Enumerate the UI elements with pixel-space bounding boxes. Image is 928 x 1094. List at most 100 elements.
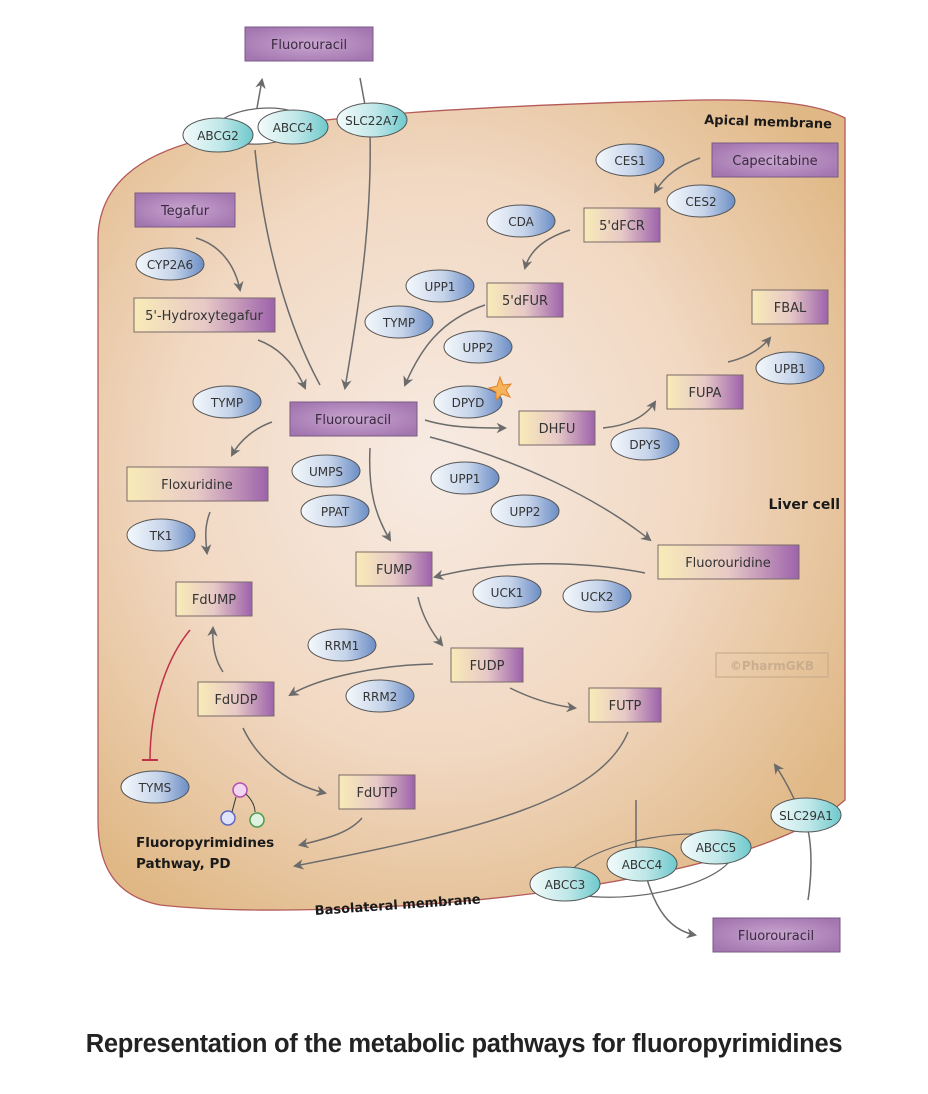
arrow-fupa-to-fbal [727, 336, 772, 363]
arrow-fump-to-fudp [417, 596, 444, 647]
enzyme-label: UPB1 [774, 362, 806, 376]
enzyme-dpys[interactable]: DPYS [610, 427, 680, 461]
node-5-hydroxytegafur[interactable]: 5'-Hydroxytegafur [133, 297, 276, 333]
node-fdudp[interactable]: FdUDP [197, 681, 275, 717]
node-label: Fluorouracil [271, 38, 347, 53]
node-label: FBAL [774, 301, 807, 316]
node-floxuridine[interactable]: Floxuridine [126, 466, 269, 502]
enzyme-label: CDA [508, 215, 534, 229]
enzyme-upb1[interactable]: UPB1 [755, 351, 825, 385]
node-fluorouracil-center[interactable]: Fluorouracil [289, 401, 418, 437]
transporter-abcc4-top[interactable]: ABCC4 [257, 109, 329, 145]
node-label: FdUTP [356, 786, 397, 801]
enzyme-label: DPYD [452, 396, 485, 410]
node-dhfu[interactable]: DHFU [518, 410, 596, 446]
enzyme-uck1[interactable]: UCK1 [472, 575, 542, 609]
enzyme-rrm2[interactable]: RRM2 [345, 679, 415, 713]
enzyme-label: RRM1 [325, 639, 360, 653]
fluoropyrimidine-pathway-diagram: Fluorouracil Capecitabine Tegafur Fluoro… [97, 26, 846, 953]
transporter-slc22a7[interactable]: SLC22A7 [336, 102, 408, 138]
enzyme-label: UPP2 [463, 341, 494, 355]
enzyme-ppat[interactable]: PPAT [300, 494, 370, 528]
node-label: Floxuridine [161, 478, 233, 493]
transporter-abcc5[interactable]: ABCC5 [680, 829, 752, 865]
enzyme-tk1[interactable]: TK1 [126, 518, 196, 552]
node-capecitabine[interactable]: Capecitabine [711, 142, 839, 178]
node-label: DHFU [539, 422, 576, 437]
arrows [195, 77, 812, 939]
arrow-fudp-to-futp [509, 687, 578, 713]
node-fudp[interactable]: FUDP [450, 647, 524, 683]
transporter-label: ABCC4 [273, 121, 314, 135]
enzyme-label: TYMP [382, 316, 415, 330]
arrow-tegafur-to-hydroxy [195, 237, 244, 293]
enzyme-ces1[interactable]: CES1 [595, 143, 665, 177]
enzyme-ces2[interactable]: CES2 [666, 184, 736, 218]
node-label: Fluorouridine [685, 556, 771, 571]
enzyme-label: TK1 [149, 529, 173, 543]
pd-pathway-label-line1: Fluoropyrimidines [136, 835, 274, 851]
pd-pathway-link[interactable]: Fluoropyrimidines Pathway, PD [136, 782, 274, 872]
arrow-slc22a7-to-center [341, 131, 371, 391]
apical-membrane-label: Apical membrane [704, 113, 832, 132]
transporter-slc29a1[interactable]: SLC29A1 [770, 797, 842, 833]
transporter-abcc3[interactable]: ABCC3 [529, 866, 601, 902]
transporter-label: ABCC4 [622, 858, 663, 872]
enzyme-label: CES2 [685, 195, 716, 209]
enzyme-uck2[interactable]: UCK2 [562, 579, 632, 613]
node-fdutp[interactable]: FdUTP [338, 774, 416, 810]
node-fbal[interactable]: FBAL [751, 289, 829, 325]
arrow-abcc4-to-fluorouracil-bottom [644, 871, 698, 939]
enzyme-cyp2a6[interactable]: CYP2A6 [135, 247, 205, 281]
node-label: 5'-Hydroxytegafur [145, 309, 263, 324]
node-fump[interactable]: FUMP [355, 551, 433, 587]
enzyme-label: TYMP [210, 396, 243, 410]
transporter-label: SLC29A1 [779, 809, 833, 823]
arrow-hydroxy-to-fluorouracil [257, 339, 307, 390]
liver-cell-label: Liver cell [768, 497, 840, 513]
enzyme-cda[interactable]: CDA [486, 204, 556, 238]
enzyme-upp2-b[interactable]: UPP2 [490, 494, 560, 528]
enzyme-tymp-a[interactable]: TYMP [364, 305, 434, 339]
arrow-fluorouracil-bottom-to-slc29a1 [807, 829, 812, 901]
pathway-network-icon [220, 782, 265, 828]
arrow-fdutp-to-pd [297, 817, 363, 849]
node-5dfur[interactable]: 5'dFUR [486, 282, 564, 318]
node-fluorouridine[interactable]: Fluorouridine [657, 544, 800, 580]
arrow-fluorouracil-to-dhfu [424, 419, 508, 434]
node-tegafur[interactable]: Tegafur [134, 192, 236, 228]
enzyme-tymp-b[interactable]: TYMP [192, 385, 262, 419]
transporter-label: SLC22A7 [345, 114, 399, 128]
node-fluorouracil-bottom[interactable]: Fluorouracil [712, 917, 841, 953]
enzyme-label: PPAT [321, 505, 350, 519]
arrow-capecitabine-to-5dfcr [653, 157, 701, 194]
enzyme-upp2-a[interactable]: UPP2 [443, 330, 513, 364]
enzyme-upp1-a[interactable]: UPP1 [405, 269, 475, 303]
enzyme-label: TYMS [138, 781, 172, 795]
node-label: Capecitabine [732, 154, 817, 169]
node-5dfcr[interactable]: 5'dFCR [583, 207, 661, 243]
enzyme-label: UMPS [309, 465, 343, 479]
enzyme-upp1-b[interactable]: UPP1 [430, 461, 500, 495]
node-fupa[interactable]: FUPA [666, 374, 744, 410]
arrow-futp-to-pd [292, 731, 629, 870]
node-fdump[interactable]: FdUMP [175, 581, 253, 617]
node-label: 5'dFUR [502, 294, 548, 309]
transporter-abcc4-bottom[interactable]: ABCC4 [606, 846, 678, 882]
node-futp[interactable]: FUTP [588, 687, 662, 723]
transporter-label: ABCC5 [696, 841, 737, 855]
node-label: FUPA [689, 386, 722, 401]
node-fluorouracil-top[interactable]: Fluorouracil [244, 26, 374, 62]
enzyme-rrm1[interactable]: RRM1 [307, 628, 377, 662]
arrow-slc22a7-line [359, 77, 366, 106]
node-label: FUTP [609, 699, 642, 714]
arrow-fluorouridine-to-fump [432, 562, 646, 580]
arrow-abcc4-to-center [254, 149, 321, 386]
transporter-abcg2[interactable]: ABCG2 [182, 117, 254, 153]
enzyme-tyms[interactable]: TYMS [120, 770, 190, 804]
node-label: Fluorouracil [738, 929, 814, 944]
node-label: FUDP [470, 659, 505, 674]
enzyme-umps[interactable]: UMPS [291, 454, 361, 488]
enzyme-dpyd[interactable]: DPYD [433, 375, 513, 419]
node-label: FdUDP [214, 693, 257, 708]
